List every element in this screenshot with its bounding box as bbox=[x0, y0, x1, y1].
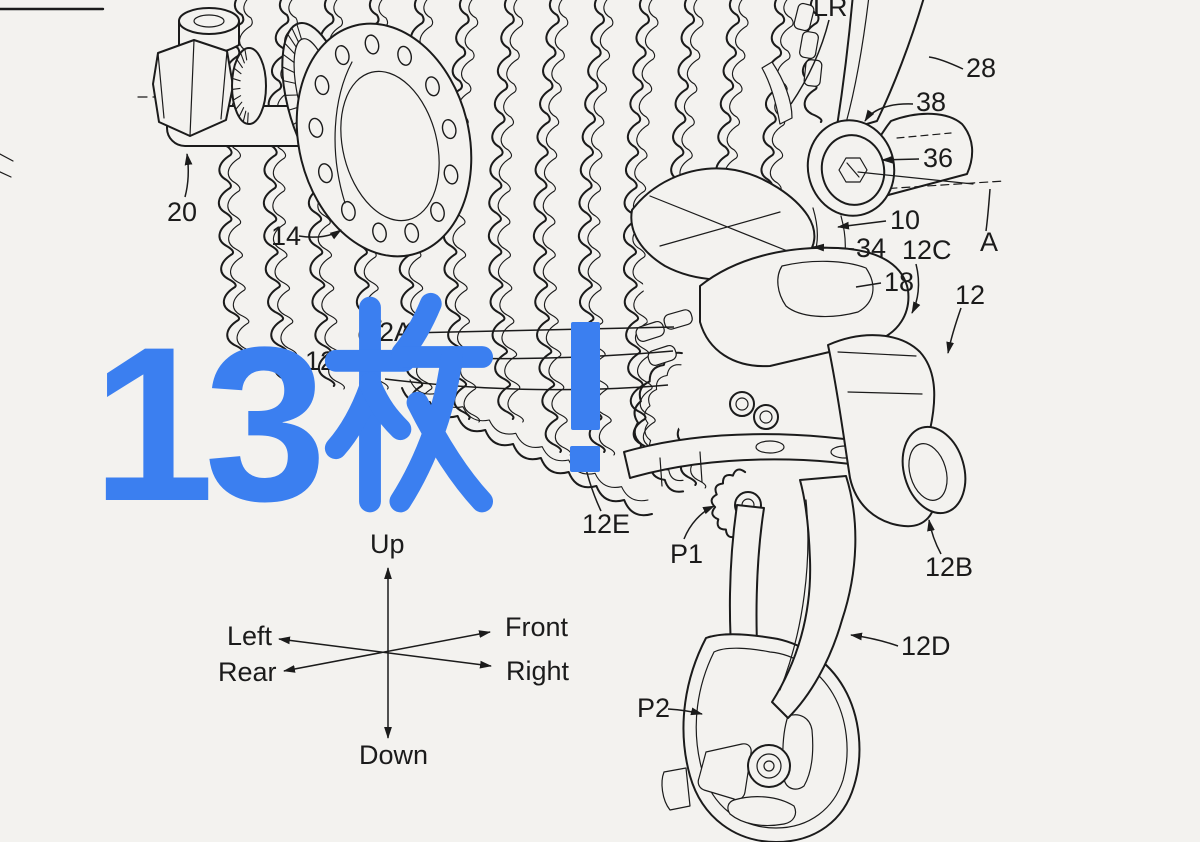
compass-rear-front-axis bbox=[284, 632, 490, 671]
leader-hidden bbox=[385, 379, 668, 390]
blue-overlay-text: 13 bbox=[92, 301, 600, 547]
leader-12D bbox=[851, 635, 898, 646]
compass-left-label: Left bbox=[227, 621, 273, 651]
part-label-36: 36 bbox=[923, 143, 953, 173]
frame-and-hanger bbox=[799, 0, 1004, 224]
part-label-P2: P2 bbox=[637, 693, 670, 723]
pulley-bolt bbox=[748, 745, 790, 787]
cable-bolt-2 bbox=[754, 405, 778, 429]
serrated-cone bbox=[232, 48, 266, 124]
kanji-mai-glyph bbox=[336, 304, 482, 502]
cable-bolt-1 bbox=[730, 392, 754, 416]
compass-down-label: Down bbox=[359, 740, 428, 770]
orientation-compass: Up Down Left Front Rear Right bbox=[218, 529, 570, 770]
leader-28 bbox=[929, 57, 963, 69]
compass-rear-label: Rear bbox=[218, 657, 277, 687]
part-label-LR: LR bbox=[813, 0, 848, 22]
part-label-20: 20 bbox=[167, 197, 197, 227]
part-label-12C: 12C bbox=[902, 235, 952, 265]
leader-12 bbox=[948, 308, 961, 353]
overlay-number: 13 bbox=[92, 301, 319, 547]
leader-36 bbox=[882, 159, 919, 160]
compass-up-label: Up bbox=[370, 529, 405, 559]
qr-cap-top bbox=[179, 8, 239, 34]
leader-P1 bbox=[684, 506, 714, 539]
part-label-P1: P1 bbox=[670, 539, 703, 569]
part-label-12: 12 bbox=[955, 280, 985, 310]
part-label-38: 38 bbox=[916, 87, 946, 117]
part-label-28: 28 bbox=[966, 53, 996, 83]
hub-axle-assembly bbox=[138, 5, 495, 275]
part-label-14: 14 bbox=[271, 221, 301, 251]
link-window bbox=[778, 261, 873, 316]
part-label-10: 10 bbox=[890, 205, 920, 235]
frame-tube bbox=[836, 0, 925, 133]
compass-right-label: Right bbox=[506, 656, 570, 686]
part-label-12D: 12D bbox=[901, 631, 951, 661]
part-label-34: 34 bbox=[856, 233, 886, 263]
page-edge-marks bbox=[0, 9, 103, 177]
cage-tab bbox=[662, 768, 690, 810]
leader-20 bbox=[185, 154, 188, 197]
leader-A bbox=[986, 189, 990, 231]
exclamation-glyph bbox=[570, 322, 600, 472]
cage-slot bbox=[698, 744, 751, 800]
cage-outer-plate bbox=[662, 634, 859, 842]
leader-12B bbox=[929, 520, 941, 554]
part-label-12B: 12B bbox=[925, 552, 973, 582]
part-label-18: 18 bbox=[884, 267, 914, 297]
compass-front-label: Front bbox=[505, 612, 569, 642]
part-label-A: A bbox=[980, 227, 998, 257]
part-label-12E: 12E bbox=[582, 509, 630, 539]
